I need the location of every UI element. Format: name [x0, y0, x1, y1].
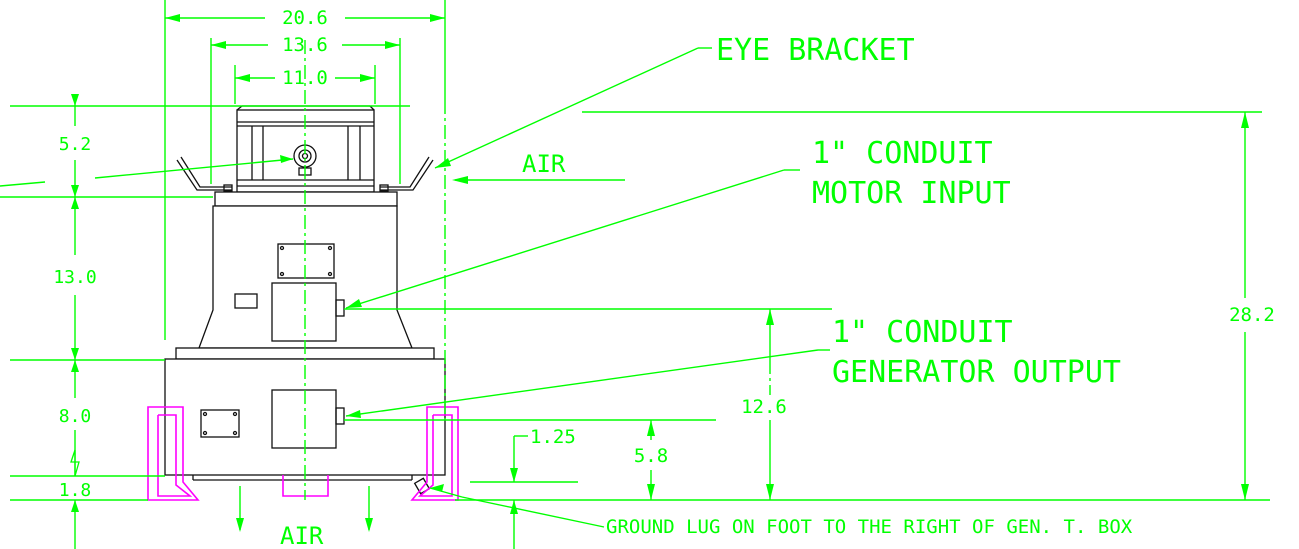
dim-left-column: 5.2 13.0 8.0 1.8: [53, 94, 97, 549]
dim-bracket-width: 13.6: [211, 34, 400, 56]
dim-label-ground-lug-height: 1.25: [530, 426, 576, 448]
dim-label-top-height: 5.2: [59, 134, 92, 155]
dim-label-motor-conduit-height: 12.6: [741, 396, 787, 418]
eye-brackets: [176, 156, 434, 192]
callout-eye-bracket: EYE BRACKET: [0, 33, 915, 187]
center-lines: [304, 40, 771, 500]
callout-label-motor-conduit-1: 1" CONDUIT: [812, 136, 993, 171]
motor-small-plate: [234, 293, 258, 309]
dim-generator-conduit-height: 5.8: [634, 420, 668, 500]
callout-generator-conduit: 1" CONDUIT GENERATOR OUTPUT: [345, 315, 1121, 418]
callout-label-air-side: AIR: [522, 150, 566, 178]
motor-nameplate: [277, 243, 335, 279]
callout-label-generator-conduit-1: 1" CONDUIT: [832, 315, 1013, 350]
callout-air-side: AIR: [452, 150, 625, 184]
dim-label-foot-height: 1.8: [59, 480, 92, 501]
callout-label-eye-bracket: EYE BRACKET: [716, 33, 915, 68]
callout-label-motor-conduit-2: MOTOR INPUT: [812, 176, 1011, 211]
callout-label-air-bottom: AIR: [280, 522, 324, 549]
extension-lines: [0, 0, 1270, 501]
dim-label-bracket-width: 13.6: [282, 34, 328, 56]
dim-label-motor-height: 13.0: [53, 267, 96, 288]
dim-label-generator-conduit-height: 5.8: [634, 445, 668, 467]
motor-terminal-box: [271, 282, 337, 342]
callout-air-bottom: AIR: [236, 486, 373, 549]
callout-ground-lug: GROUND LUG ON FOOT TO THE RIGHT OF GEN. …: [429, 484, 1133, 538]
feet: [147, 406, 459, 501]
dim-motor-conduit-height: 12.6: [741, 309, 787, 500]
callout-label-ground-lug: GROUND LUG ON FOOT TO THE RIGHT OF GEN. …: [606, 516, 1133, 538]
dim-label-top-width: 11.0: [282, 67, 328, 89]
dim-label-overall-width: 20.6: [282, 7, 328, 29]
generator-nameplate: [200, 409, 240, 438]
dim-label-generator-height: 8.0: [59, 406, 92, 427]
callout-motor-conduit: 1" CONDUIT MOTOR INPUT: [345, 136, 1011, 309]
dim-overall-height: 28.2: [1229, 112, 1275, 500]
dim-ground-lug-height: 1.25: [510, 426, 576, 549]
generator-terminal-box: [271, 389, 337, 449]
callout-label-generator-conduit-2: GENERATOR OUTPUT: [832, 355, 1121, 390]
dim-top-width: 11.0: [235, 67, 375, 89]
dim-label-overall-height: 28.2: [1229, 304, 1275, 326]
dim-overall-width: 20.6: [165, 7, 445, 29]
motor-flange: [214, 191, 398, 207]
